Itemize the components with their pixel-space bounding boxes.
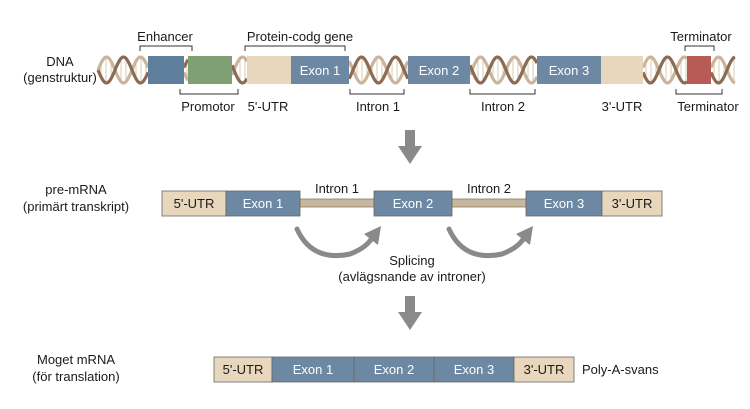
splicing-subtitle: (avlägsnande av introner)	[338, 269, 485, 284]
intron1-bracket	[349, 89, 405, 95]
dna-row-title: DNA	[46, 54, 74, 69]
pre-mrna-intron1-label: Intron 1	[315, 181, 359, 196]
helix-strand	[182, 71, 190, 82]
intron2-bracket	[469, 89, 536, 95]
dna-exon2-box	[408, 56, 470, 84]
pre-mrna-exon1-label: Exon 1	[243, 196, 283, 211]
protein-gene-bracket	[244, 45, 346, 51]
dna-exon2-label: Exon 2	[419, 63, 459, 78]
enhancer-label: Enhancer	[137, 29, 193, 44]
dna-utr5-box	[247, 56, 291, 84]
terminator-top-bracket	[684, 45, 715, 51]
pre-mrna-row-title: pre-mRNA	[45, 182, 107, 197]
pre-mrna-intron1-bar	[299, 198, 375, 208]
dna-exon1-box	[291, 56, 349, 84]
mature-utr5-label: 5'-UTR	[223, 362, 264, 377]
enhancer-box	[148, 56, 184, 84]
pre-mrna-utr5-box	[161, 190, 227, 217]
mature-utr3-label: 3'-UTR	[524, 362, 565, 377]
pre-mrna-exon1-box	[225, 190, 301, 217]
promotor-box	[188, 56, 232, 84]
terminator-bottom-label: Terminator	[677, 99, 739, 114]
dna-row-subtitle: (genstruktur)	[23, 70, 97, 85]
pre-mrna-exon3-label: Exon 3	[544, 196, 584, 211]
mature-mrna-row-title: Moget mRNA	[37, 352, 115, 367]
helix-strand	[347, 55, 410, 85]
helix-strand	[468, 55, 539, 85]
dna-intron1-label: Intron 1	[356, 99, 400, 114]
poly-a-tail-label: Poly-A-svans	[582, 362, 659, 377]
pre-mrna-intron2-label: Intron 2	[467, 181, 511, 196]
helix-strand	[641, 55, 689, 85]
dna-exon3-box	[537, 56, 601, 84]
promotor-label: Promotor	[181, 99, 235, 114]
pre-mrna-intron2-bar	[451, 198, 527, 208]
mature-exon3-label: Exon 3	[454, 362, 494, 377]
helix-strand	[641, 55, 689, 85]
dna-utr5-label: 5'-UTR	[248, 99, 289, 114]
helix-strand	[709, 55, 736, 85]
terminator-top-label: Terminator	[670, 29, 732, 44]
splice-arrow-left-icon	[294, 226, 381, 259]
down-arrow-icon	[398, 296, 422, 330]
pre-mrna-exon2-label: Exon 2	[393, 196, 433, 211]
dna-intron2-label: Intron 2	[481, 99, 525, 114]
pre-mrna-row-subtitle: (primärt transkript)	[23, 199, 129, 214]
down-arrow-icon	[398, 130, 422, 164]
pre-mrna-exon3-box	[525, 190, 603, 217]
helix-strand	[709, 55, 736, 85]
helix-strand	[96, 55, 150, 85]
mature-utr3-box	[513, 356, 575, 383]
splicing-title: Splicing	[389, 253, 435, 268]
splice-arrow-right-icon	[446, 226, 533, 259]
helix-strand	[96, 55, 150, 85]
mature-exon2-label: Exon 2	[374, 362, 414, 377]
terminator-bottom-bracket	[675, 89, 723, 95]
pre-mrna-utr3-label: 3'-UTR	[612, 196, 653, 211]
helix-strand	[468, 55, 539, 85]
pre-mrna-exon2-box	[373, 190, 453, 217]
mature-utr5-box	[213, 356, 273, 383]
dna-utr3-label: 3'-UTR	[602, 99, 643, 114]
mature-mrna-row-subtitle: (för translation)	[32, 369, 119, 384]
pre-mrna-utr5-label: 5'-UTR	[174, 196, 215, 211]
dna-exon3-label: Exon 3	[549, 63, 589, 78]
promotor-bracket	[179, 89, 239, 95]
mature-exon1-label: Exon 1	[293, 362, 333, 377]
dna-utr3-box	[601, 56, 643, 84]
helix-strand	[182, 58, 190, 69]
helix-strand	[230, 64, 249, 85]
mature-exon3-box	[433, 356, 515, 383]
dna-exon1-label: Exon 1	[300, 63, 340, 78]
terminator-box	[687, 56, 711, 84]
pre-mrna-utr3-box	[601, 190, 663, 217]
enhancer-bracket	[139, 45, 193, 51]
protein-gene-label: Protein-codg gene	[247, 29, 353, 44]
helix-strand	[347, 55, 410, 85]
dna-helix	[96, 55, 736, 85]
